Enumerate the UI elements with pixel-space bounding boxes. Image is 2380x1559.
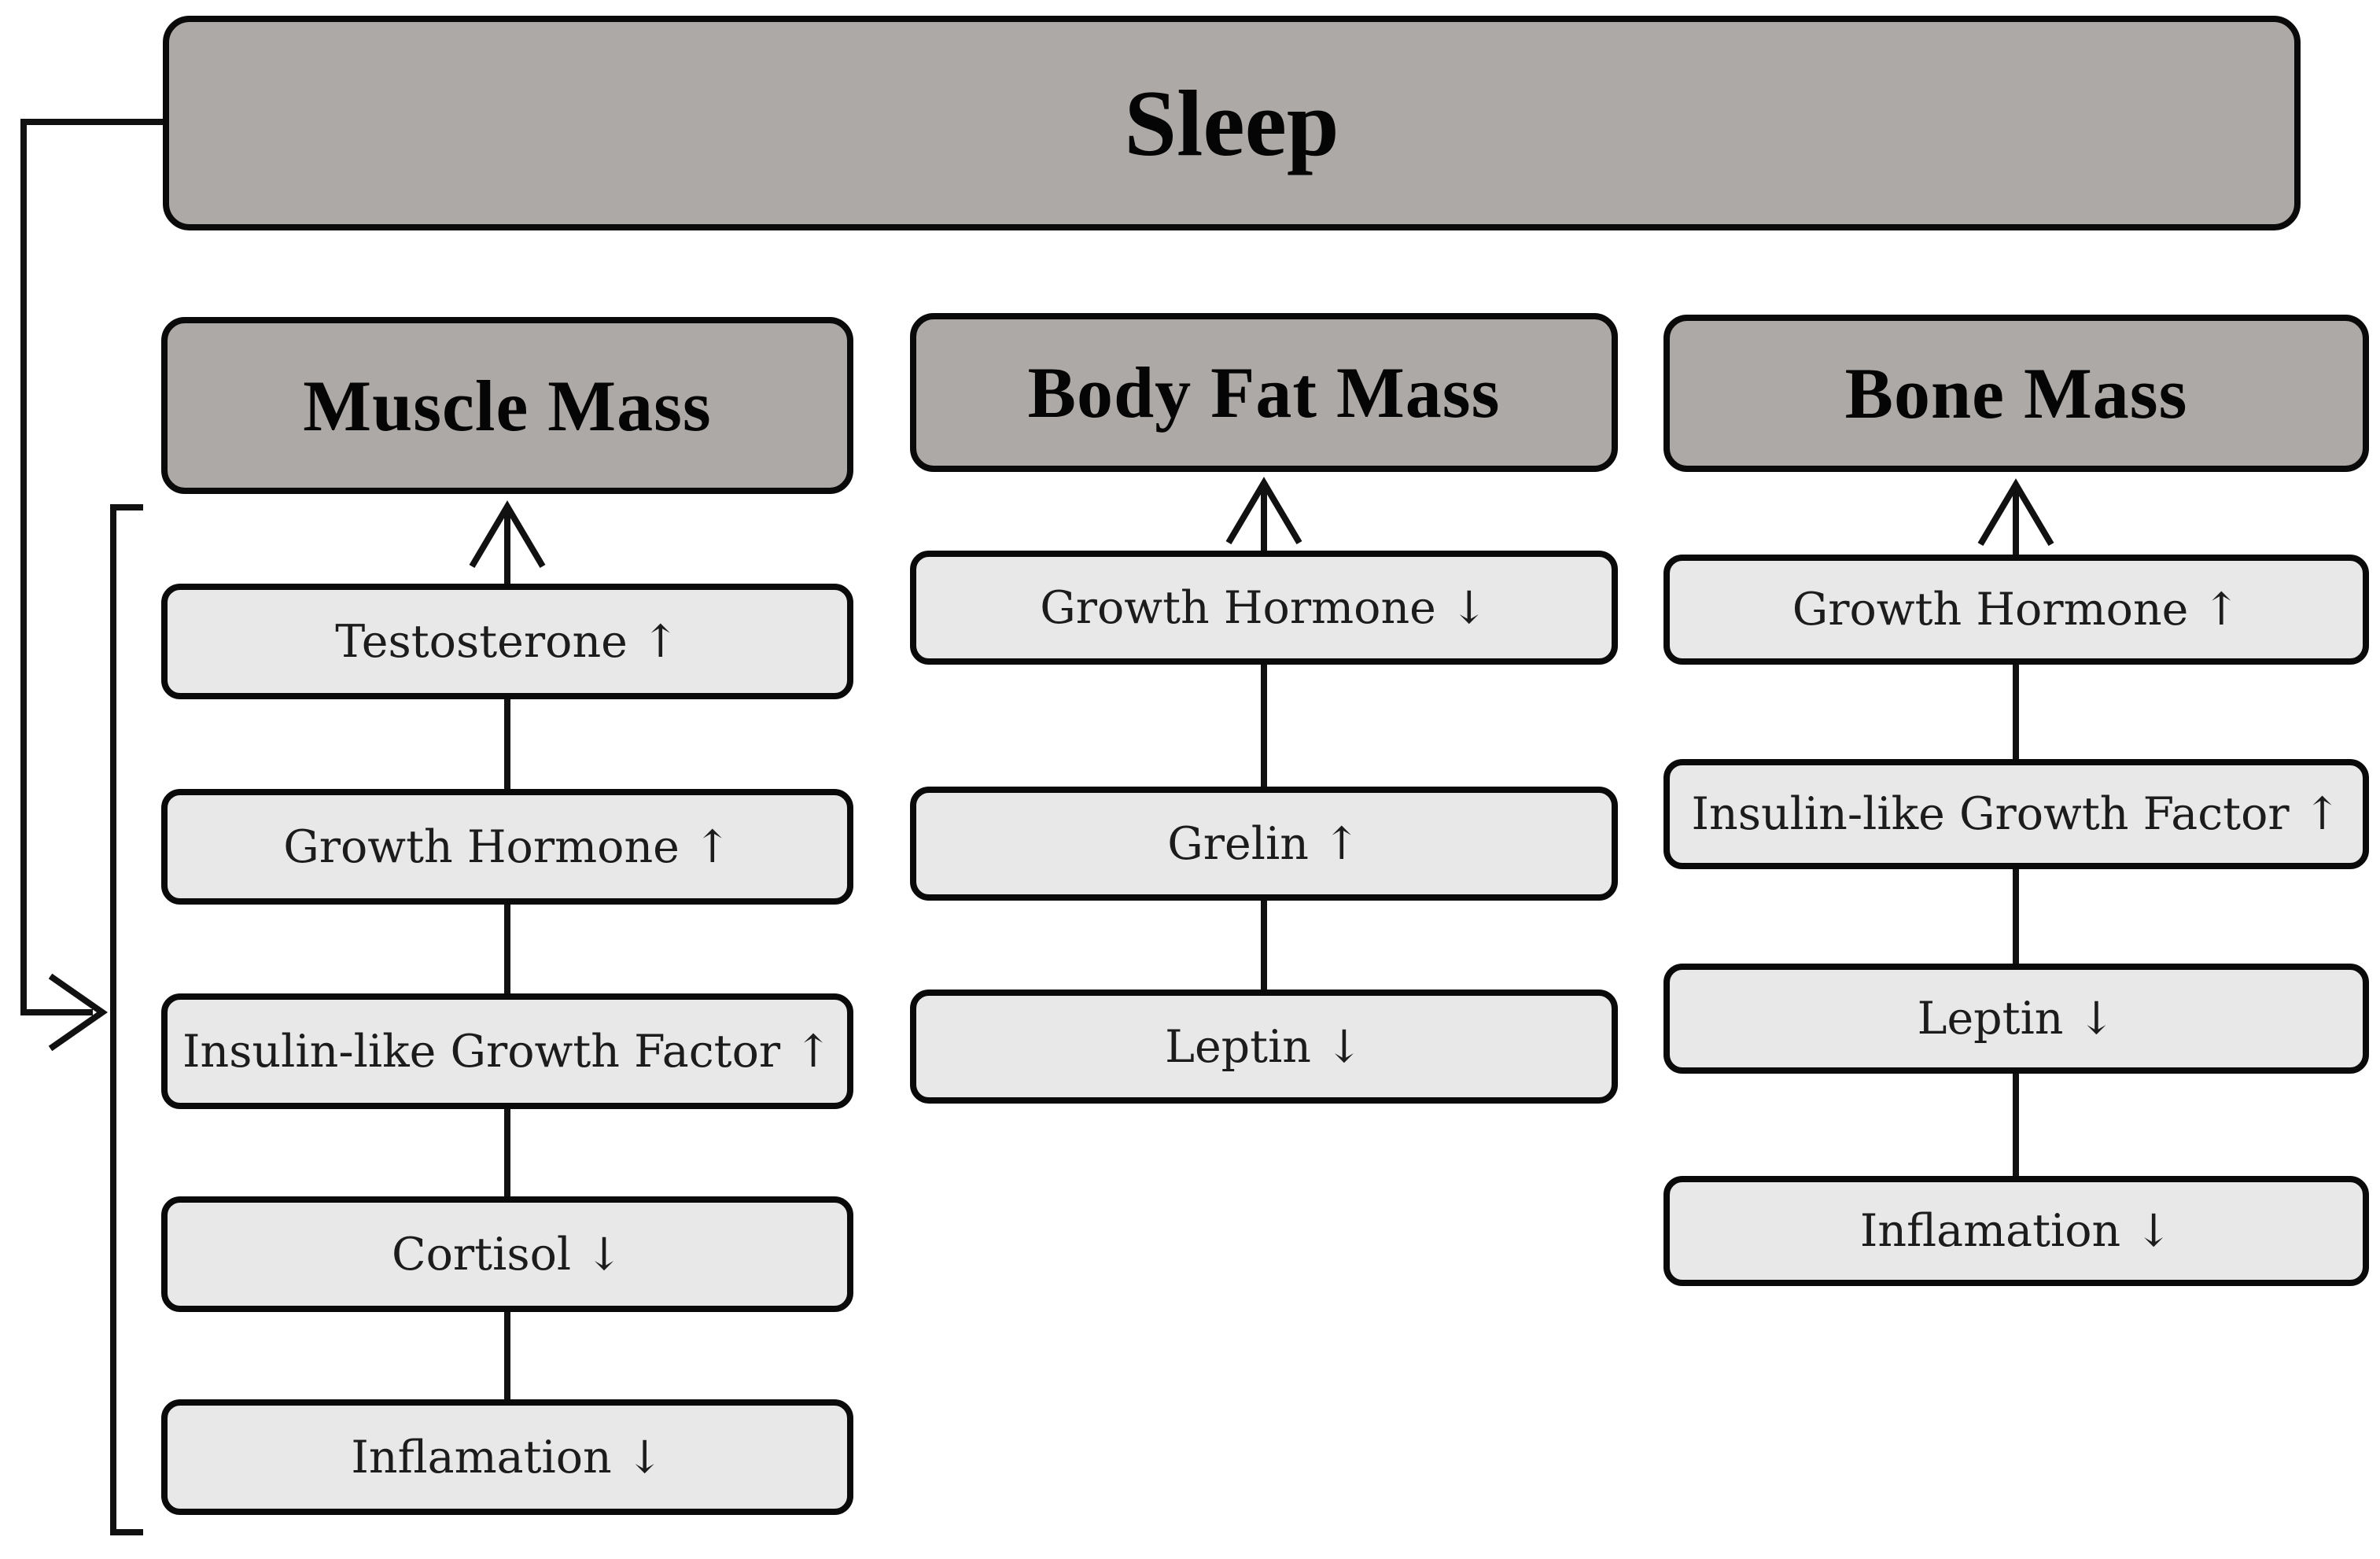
up-arrowhead-icon [1977,478,2054,547]
box-bone-leptin: Leptin ↓ [1663,964,2369,1074]
item-label: Cortisol ↓ [392,1228,623,1281]
item-label: Growth Hormone ↑ [1792,584,2241,636]
item-label: Growth Hormone ↑ [283,820,731,873]
right-arrowhead-icon [48,973,108,1052]
box-bodyfat-grelin: Grelin ↑ [910,787,1618,901]
header-bone-mass: Bone Mass [1663,315,2369,472]
box-bone-inflamation: Inflamation ↓ [1663,1176,2369,1286]
sleep-label: Sleep [1124,70,1339,175]
box-bodyfat-leptin: Leptin ↓ [910,990,1618,1104]
header-muscle-mass: Muscle Mass [161,317,853,494]
box-muscle-inflamation: Inflamation ↓ [161,1399,853,1515]
header-label: Body Fat Mass [1027,352,1501,433]
up-arrowhead-icon [1225,477,1302,545]
muscle-column-bracket [110,504,143,1535]
item-label: Growth Hormone ↓ [1040,581,1488,634]
box-bodyfat-growth-hormone: Growth Hormone ↓ [910,551,1618,665]
box-muscle-igf: Insulin-like Growth Factor ↑ [161,993,853,1109]
bodyfat-column-connectors [1225,477,1302,993]
box-muscle-cortisol: Cortisol ↓ [161,1196,853,1312]
box-muscle-growth-hormone: Growth Hormone ↑ [161,789,853,905]
item-label: Grelin ↑ [1167,817,1361,870]
muscle-column-connectors [469,500,546,1402]
item-label: Inflamation ↓ [1859,1205,2173,1257]
sleep-box: Sleep [163,16,2301,230]
item-label: Insulin-like Growth Factor ↑ [1691,788,2341,840]
box-muscle-testosterone: Testosterone ↑ [161,584,853,699]
header-body-fat-mass: Body Fat Mass [910,313,1618,472]
box-bone-growth-hormone: Growth Hormone ↑ [1663,555,2369,665]
item-label: Leptin ↓ [1917,993,2116,1045]
item-label: Leptin ↓ [1165,1020,1363,1073]
bone-column-connectors [1977,478,2054,1179]
header-label: Bone Mass [1844,353,2188,433]
header-label: Muscle Mass [303,365,712,446]
item-label: Testosterone ↑ [335,615,680,668]
up-arrowhead-icon [469,500,546,569]
box-bone-igf: Insulin-like Growth Factor ↑ [1663,759,2369,869]
sleep-feedback-arrow [20,119,163,1052]
item-label: Insulin-like Growth Factor ↑ [182,1025,833,1078]
item-label: Inflamation ↓ [351,1431,664,1483]
